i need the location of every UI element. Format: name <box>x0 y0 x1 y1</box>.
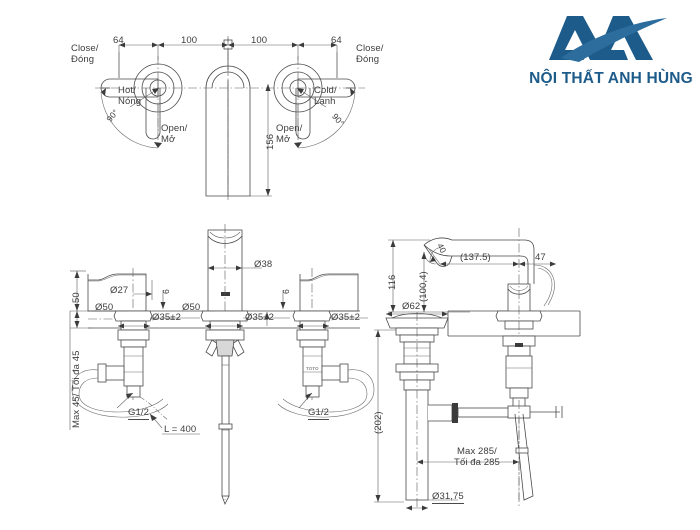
dim-handle-height: 50 <box>71 292 82 303</box>
dim-rod-reach-line2: Tối đa 285 <box>454 456 500 468</box>
label-open-right-line2: Mở <box>276 133 291 145</box>
dim-top-left-offset: 64 <box>113 35 124 46</box>
dim-rod-reach: Max 285/ Tối đa 285 <box>434 446 520 469</box>
dim-tailpiece-dia: Ø31,75 <box>432 491 464 504</box>
brand-logo: NỘI THẤT ANH HÙNG <box>527 12 695 92</box>
dim-max-deck: Max 45/ Tối đa 45 <box>71 350 82 428</box>
label-cold-line2: Lạnh <box>314 95 336 107</box>
dim-deck-thickness-right: 6 <box>281 289 291 294</box>
dim-hose-length: L = 400 <box>164 424 197 435</box>
dim-drain-flange-dia: Ø62 <box>402 301 421 312</box>
dim-deck-thickness-left: 6 <box>161 289 171 294</box>
dim-hole-right: Ø35±2 <box>331 312 360 323</box>
label-hot: Hot/ Nóng <box>118 85 142 108</box>
dim-hole-center: Ø35±2 <box>245 312 274 323</box>
dim-flange-dia-left: Ø50 <box>95 302 114 313</box>
dim-drain-depth: (202) <box>373 411 384 434</box>
label-hot-line2: Nóng <box>118 95 142 107</box>
dim-handle-dia: Ø27 <box>110 285 129 296</box>
label-open-left: Open/ Mở <box>161 123 188 146</box>
label-close-right: Close/ Đóng <box>356 43 384 66</box>
dim-thread-left: G1/2 <box>128 407 149 420</box>
label-open-left-line1: Open/ <box>161 123 188 134</box>
label-close-left-line2: Đóng <box>71 53 95 65</box>
label-open-right-line1: Open/ <box>276 123 303 134</box>
label-cold: Cold/ Lạnh <box>314 85 337 108</box>
dim-lever-height: (100,4) <box>418 271 429 302</box>
dim-reach: (137.5) <box>460 252 491 263</box>
label-hot-line1: Hot/ <box>118 85 136 96</box>
bottom-left-view-group: TOTO <box>69 224 375 505</box>
label-close-right-line2: Đóng <box>356 53 380 65</box>
label-close-left: Close/ Đóng <box>71 43 99 66</box>
bottom-right-view-group <box>374 228 581 511</box>
dim-top-right-span: 100 <box>251 35 268 46</box>
dim-total-height: 116 <box>387 274 398 290</box>
label-cold-line1: Cold/ <box>314 85 337 96</box>
dim-spout-offset: 47 <box>535 252 546 263</box>
dim-flange-dia-center: Ø50 <box>182 302 201 313</box>
dim-rod-reach-line1: Max 285/ <box>457 446 497 457</box>
label-close-right-line1: Close/ <box>356 43 384 54</box>
dim-top-right-offset: 64 <box>331 35 342 46</box>
dim-spout-dia: Ø38 <box>254 259 273 270</box>
dim-top-left-span: 100 <box>181 35 198 46</box>
aa-monogram-swoosh-icon <box>549 16 667 62</box>
dim-hole-left: Ø35±2 <box>152 312 181 323</box>
dim-spout-height: 156 <box>265 133 276 150</box>
svg-text:TOTO: TOTO <box>306 366 319 371</box>
label-open-left-line2: Mở <box>161 133 176 145</box>
top-view-group <box>95 36 365 202</box>
dim-thread-right: G1/2 <box>308 407 329 420</box>
label-open-right: Open/ Mở <box>276 123 303 146</box>
label-close-left-line1: Close/ <box>71 43 99 54</box>
brand-name: NỘI THẤT ANH HÙNG <box>529 70 693 87</box>
